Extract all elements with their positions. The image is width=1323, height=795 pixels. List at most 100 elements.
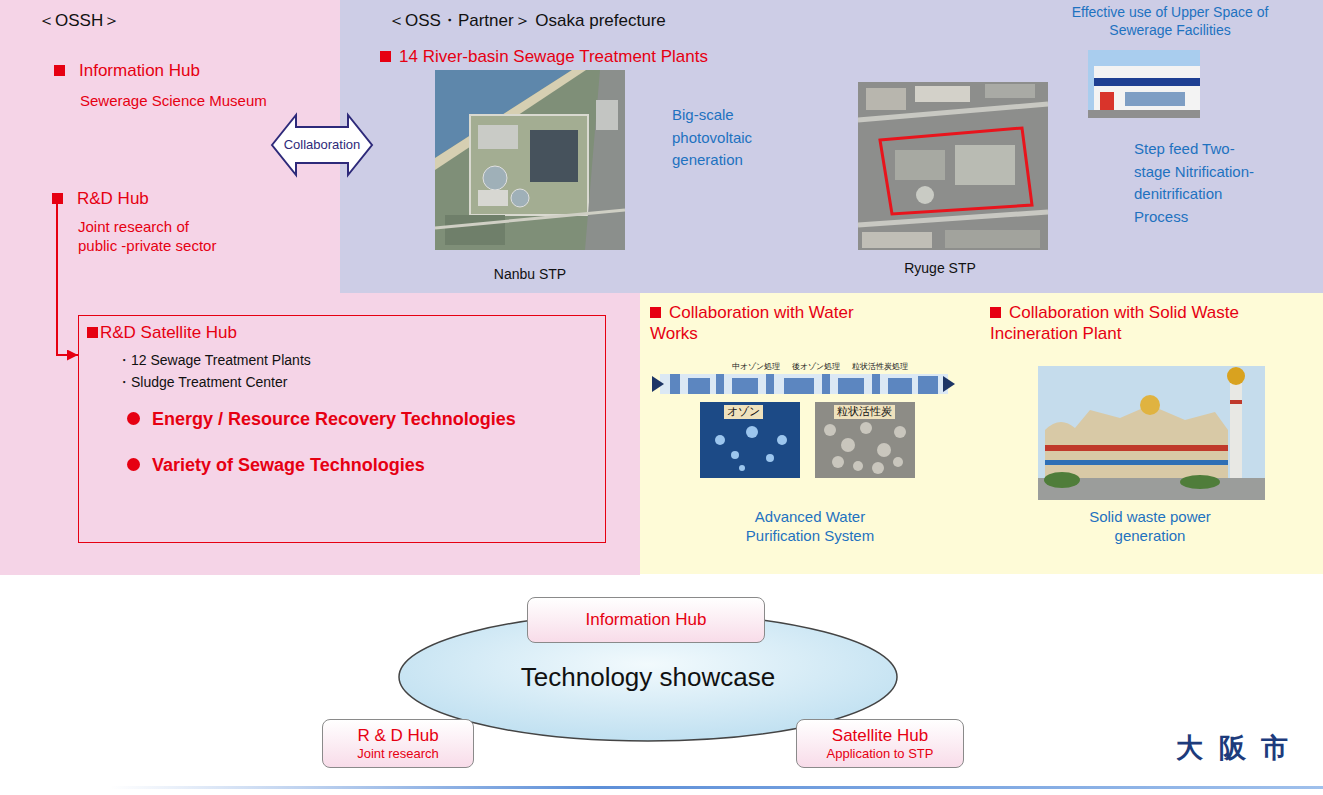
photo-building: [985, 84, 1035, 98]
facade-stripe: [1045, 445, 1228, 451]
tank: [766, 374, 774, 394]
chimney: [1230, 378, 1242, 478]
collaboration-arrow: [272, 115, 372, 175]
chimney-band: [1230, 400, 1242, 404]
heading-text: Effective use of Upper Space of Sewerage…: [1055, 4, 1285, 39]
bubble: [731, 451, 739, 459]
hub-box: Information Hub: [527, 597, 765, 643]
photo-building: [1094, 66, 1200, 110]
heading-text: Information Hub: [54, 60, 200, 81]
site-outline: [880, 128, 1032, 214]
body-text: ・Sludge Treatment Center: [117, 374, 287, 392]
photo-road: [435, 210, 625, 228]
upper-space-photo: [1088, 50, 1200, 118]
tank: [670, 374, 680, 394]
hub-box: Satellite HubApplication to STP: [796, 719, 964, 768]
nanbu-photo: [435, 70, 625, 250]
photo-building: [596, 100, 618, 130]
granule: [841, 438, 855, 452]
body-text: Step feed Two- stage Nitrification- deni…: [1134, 138, 1262, 228]
heading-text: R&D Satellite Hub: [87, 322, 237, 343]
photo-street: [1038, 478, 1265, 500]
chimney-ball: [1227, 367, 1245, 385]
footer-rule: [110, 786, 1323, 789]
city-logo: 大 阪 市: [1176, 732, 1292, 766]
bubble: [739, 465, 745, 471]
dome: [1140, 395, 1160, 415]
hub-block: R&D HubJoint research of public -private…: [50, 188, 312, 262]
bubble: [746, 426, 758, 438]
heading-text: R & D Hub: [357, 725, 438, 746]
bubble: [715, 435, 725, 445]
photo-tag: オゾン: [724, 405, 763, 419]
granules: [824, 422, 906, 474]
heading-text: ＜OSSH＞: [38, 10, 120, 31]
plant-building: [1045, 405, 1228, 478]
body-text: Joint research of public -private sector: [78, 218, 223, 256]
granule: [853, 461, 863, 471]
body-text: Ryuge STP: [895, 260, 985, 278]
hub-box: R & D HubJoint research: [322, 719, 474, 768]
photo-tank: [511, 189, 529, 207]
tank: [716, 374, 724, 394]
collaboration-group: Collaboration with Solid Waste Incinerat…: [980, 300, 1318, 565]
granule: [832, 456, 844, 468]
bubble: [777, 435, 787, 445]
body-text: Application to STP: [827, 746, 934, 762]
heading-text: ＜OSS・Partner＞ Osaka prefecture: [388, 10, 666, 31]
tree: [1044, 472, 1080, 488]
photo-solar: [530, 130, 578, 182]
tree: [1180, 475, 1220, 489]
edge-label: Collaboration: [283, 137, 362, 153]
heading-text: Technology showcase: [521, 661, 775, 694]
tank: [838, 378, 864, 394]
photo-sky: [1038, 366, 1265, 500]
photo-sign: [1100, 92, 1114, 110]
granule: [877, 443, 891, 457]
photo-field: [445, 215, 505, 245]
tank: [872, 374, 880, 394]
partner-panel: ＜OSS・Partner＞ Osaka prefecture 14 River-b…: [340, 0, 1323, 293]
ozone-photo: [700, 402, 800, 478]
plant-group: Effective use of Upper Space of Sewerage…: [856, 2, 1318, 290]
yellow-panel: [640, 293, 1323, 574]
photo-building: [862, 232, 932, 248]
body-text: Variety of Sewage Technologies: [127, 454, 425, 477]
granule: [894, 426, 906, 438]
photo-site: [470, 115, 588, 215]
photo-ground: [435, 70, 625, 250]
photo-building: [915, 86, 970, 102]
tank: [784, 378, 814, 394]
photo-window: [1125, 92, 1185, 106]
body-text: Advanced Water Purification System: [720, 508, 900, 546]
photo-building: [945, 230, 1040, 248]
water-works-figure: [652, 374, 955, 478]
heading-text: Collaboration with Solid Waste Incinerat…: [990, 302, 1290, 345]
process-label: 粒状活性炭処理: [852, 362, 908, 372]
tank: [918, 376, 938, 394]
heading-text: Satellite Hub: [832, 725, 928, 746]
granule: [872, 462, 884, 474]
photo-sky: [1088, 50, 1200, 118]
process-label: 後オゾン処理: [792, 362, 840, 372]
photo-building: [478, 190, 508, 206]
photo-building: [955, 145, 1015, 185]
body-text: Joint research: [357, 746, 439, 762]
photo-tank: [916, 186, 934, 204]
collaboration-group: Collaboration with Water WorksAdvanced W…: [645, 300, 975, 565]
photo-street: [1088, 110, 1200, 118]
process-label: 中オゾン処理: [732, 362, 780, 372]
photo-industry: [585, 70, 625, 250]
photo-road: [858, 104, 1048, 120]
ryuge-photo: [858, 82, 1048, 250]
heading-text: Collaboration with Water Works: [650, 302, 890, 345]
heading-text: R&D Hub: [52, 188, 149, 209]
body-text: Nanbu STP: [485, 266, 575, 284]
heading-text: 14 River-basin Sewage Treatment Plants: [380, 46, 708, 67]
photo-tank: [483, 166, 507, 190]
flow-arrow: [943, 376, 955, 392]
photo-tag: 粒状活性炭: [834, 405, 895, 419]
photo-beach: [435, 70, 586, 170]
tank: [688, 378, 710, 394]
